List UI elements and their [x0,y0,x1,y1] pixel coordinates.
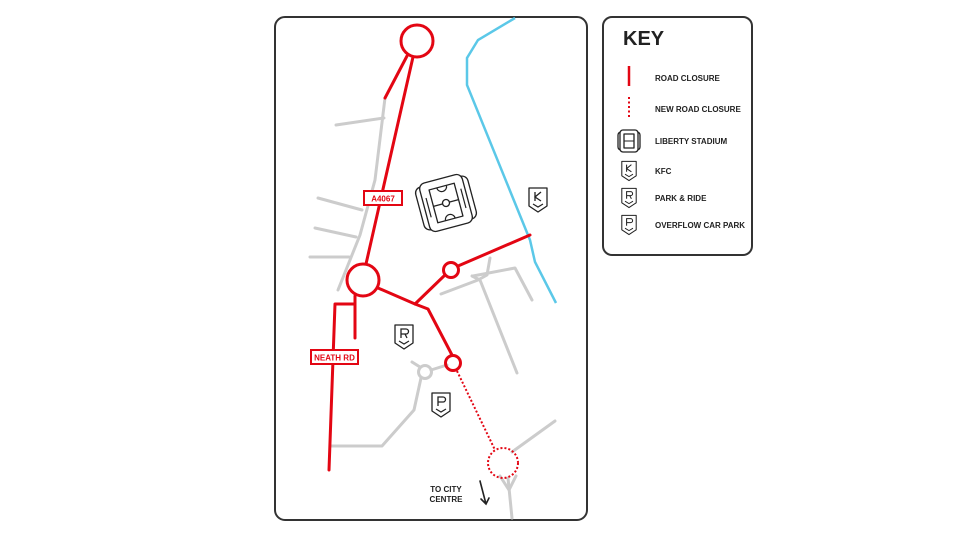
kfc-shield-icon [621,160,637,182]
key-label-stadium: LIBERTY STADIUM [655,137,727,146]
key-label-new-road-closure: NEW ROAD CLOSURE [655,105,741,114]
kfc-shield-icon [528,187,548,213]
stadium-icon [414,173,478,233]
stadium-icon [617,129,641,153]
overflow-parking-shield-icon [621,214,637,236]
overflow-parking-shield-icon [431,392,451,418]
road-closures [327,23,532,479]
arrow-down-icon [479,480,490,506]
a4067-label: A4067 [363,190,403,206]
key-label-road-closure: ROAD CLOSURE [655,74,721,83]
map-key: KEY ROAD CLOSURE NEW ROAD CLOSURE LIBERT… [602,16,753,256]
direction-text-line2: CENTRE [430,495,464,504]
neath-rd-label: NEATH RD [310,349,359,365]
key-label-overflow-car-park: OVERFLOW CAR PARK [655,221,745,230]
key-label-park-ride: PARK & RIDE [655,194,707,203]
direction-text-line1: TO CITY [430,485,462,494]
key-title: KEY [623,28,665,50]
park-ride-shield-icon [394,324,414,350]
key-label-kfc: KFC [655,167,672,176]
park-ride-shield-icon [621,187,637,209]
open-roads [308,96,557,520]
neath-rd-text: NEATH RD [314,354,355,363]
river [465,16,558,304]
map-frame [274,16,588,521]
a4067-text: A4067 [371,195,395,204]
